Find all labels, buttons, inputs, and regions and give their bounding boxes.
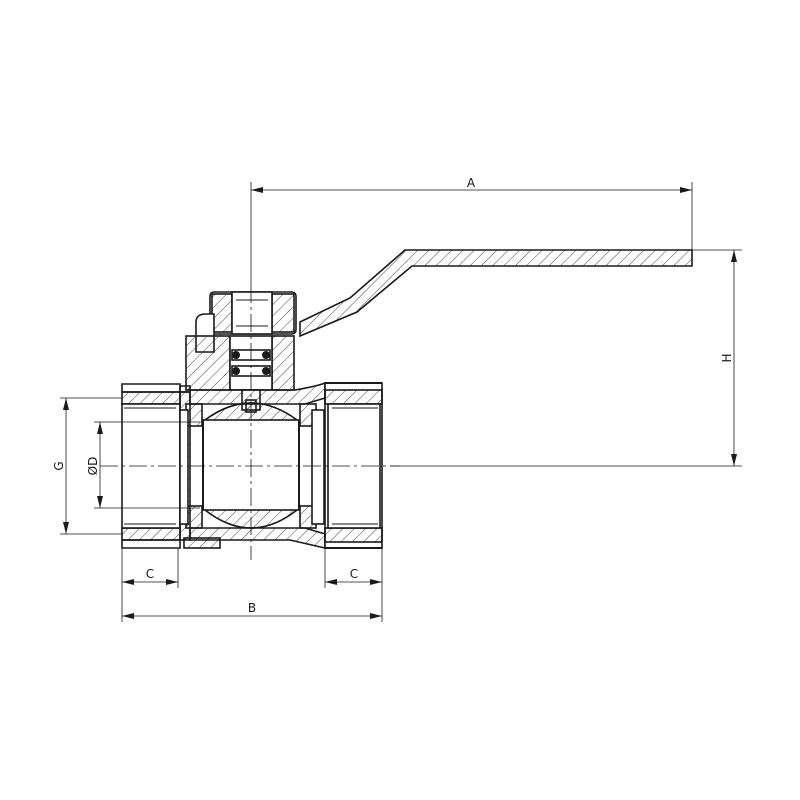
bottom-plug [183, 537, 221, 549]
dimension-a-label: A [467, 176, 476, 190]
dimension-d: ØD [86, 421, 200, 509]
lever-handle [299, 249, 693, 338]
dimension-c-left-label: C [146, 567, 154, 581]
dimension-h-label: H [720, 353, 734, 362]
dimension-g: G [52, 397, 122, 535]
valve-seats [179, 403, 325, 529]
dimension-g-label: G [52, 461, 66, 470]
dimension-b-label: B [248, 601, 256, 615]
dimension-b: B [122, 601, 382, 619]
dimension-a: A [250, 176, 693, 285]
dimension-c-left: C [121, 548, 179, 622]
dimension-d-label: ØD [86, 457, 100, 476]
dimension-c-right-label: C [350, 567, 358, 581]
dimension-c-right: C [324, 548, 383, 622]
center-lines [100, 285, 400, 560]
valve-neck [185, 335, 295, 413]
dimension-h: H [390, 249, 742, 467]
stem-nut [209, 291, 297, 335]
